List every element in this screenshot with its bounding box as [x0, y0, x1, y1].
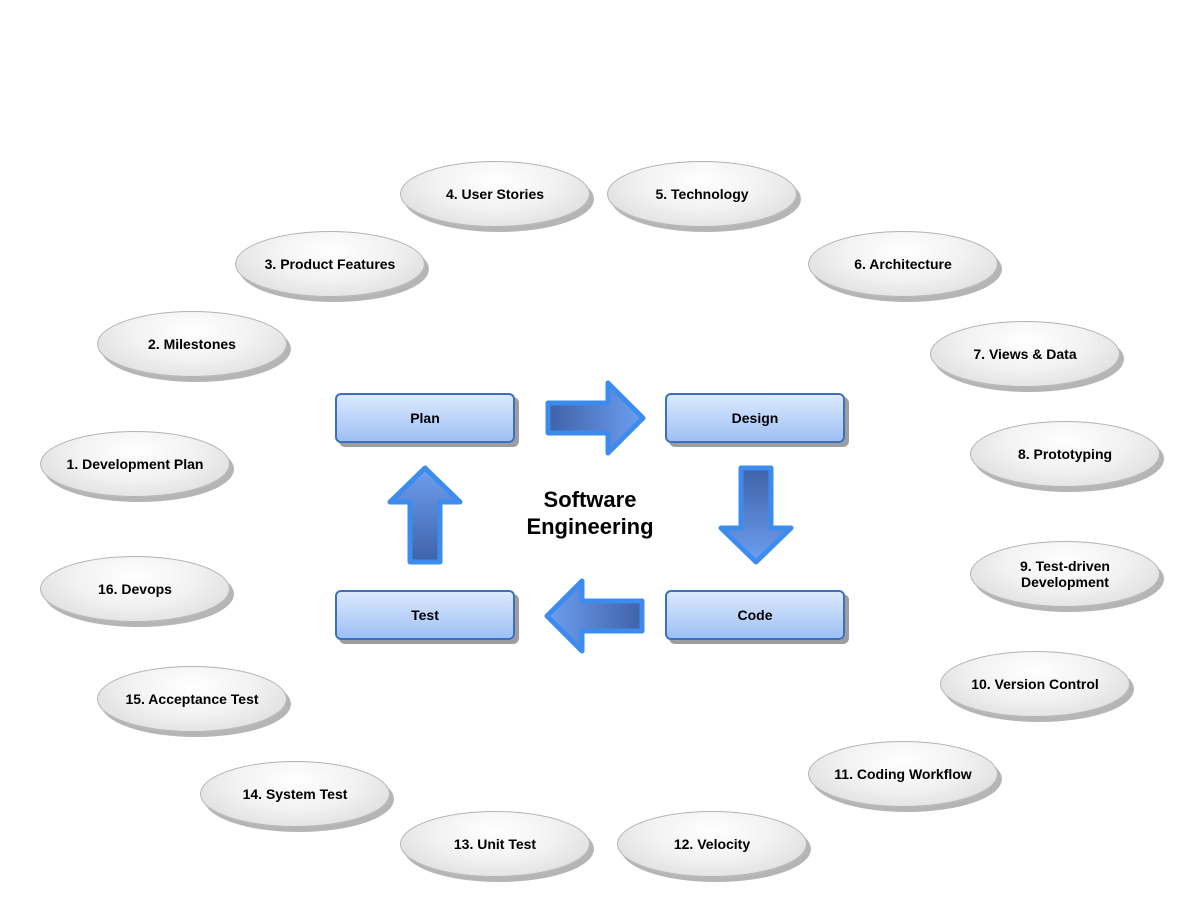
arrow-left-icon — [544, 578, 645, 654]
phase-test-label: Test — [411, 607, 439, 623]
step-1: 1. Development Plan — [40, 431, 230, 497]
step-16-label: 16. Devops — [98, 581, 172, 597]
step-16: 16. Devops — [40, 556, 230, 622]
step-2: 2. Milestones — [97, 311, 287, 377]
step-9-label: 9. Test-driven Development — [1020, 558, 1110, 590]
phase-code: Code — [665, 590, 845, 640]
step-11: 11. Coding Workflow — [808, 741, 998, 807]
step-1-label: 1. Development Plan — [66, 456, 204, 472]
phase-plan-label: Plan — [410, 410, 440, 426]
phase-design: Design — [665, 393, 845, 443]
phase-design-label: Design — [731, 410, 779, 426]
step-15-label: 15. Acceptance Test — [125, 691, 259, 707]
step-5-label: 5. Technology — [655, 186, 749, 202]
step-7: 7. Views & Data — [930, 321, 1120, 387]
arrow-down-icon — [718, 465, 794, 565]
step-11-label: 11. Coding Workflow — [834, 766, 972, 782]
step-6: 6. Architecture — [808, 231, 998, 297]
phase-test: Test — [335, 590, 515, 640]
step-13: 13. Unit Test — [400, 811, 590, 877]
step-5: 5. Technology — [607, 161, 797, 227]
step-3-label: 3. Product Features — [264, 256, 396, 272]
step-8-label: 8. Prototyping — [1017, 446, 1113, 462]
step-10-label: 10. Version Control — [971, 676, 1099, 692]
step-4: 4. User Stories — [400, 161, 590, 227]
step-3: 3. Product Features — [235, 231, 425, 297]
step-7-label: 7. Views & Data — [973, 346, 1077, 362]
arrow-up-icon — [387, 465, 463, 565]
step-15: 15. Acceptance Test — [97, 666, 287, 732]
phase-code-label: Code — [737, 607, 773, 623]
step-14-label: 14. System Test — [242, 786, 348, 802]
step-10: 10. Version Control — [940, 651, 1130, 717]
step-6-label: 6. Architecture — [854, 256, 952, 272]
step-8: 8. Prototyping — [970, 421, 1160, 487]
phase-plan: Plan — [335, 393, 515, 443]
step-13-label: 13. Unit Test — [453, 836, 537, 852]
step-12: 12. Velocity — [617, 811, 807, 877]
step-9: 9. Test-driven Development — [970, 541, 1160, 607]
step-2-label: 2. Milestones — [148, 336, 236, 352]
arrow-right-icon — [545, 380, 646, 456]
step-4-label: 4. User Stories — [445, 186, 545, 202]
step-14: 14. System Test — [200, 761, 390, 827]
center-title: Software Engineering — [526, 487, 654, 539]
step-12-label: 12. Velocity — [673, 836, 751, 852]
